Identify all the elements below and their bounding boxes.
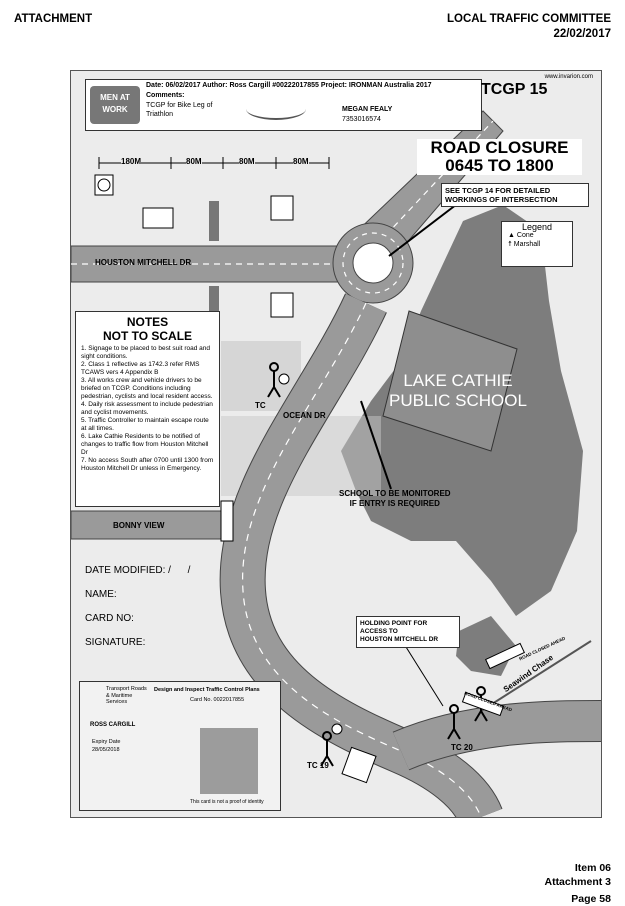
date-label: Date: (146, 82, 164, 89)
legend-cone: Cone (516, 232, 534, 239)
men-at-work-logo: MEN AT WORK (90, 86, 140, 124)
note-7: 7. No access South after 0700 until 1300… (81, 457, 214, 472)
distance-1: 180M (121, 157, 142, 166)
road-bonny-view: BONNY VIEW (113, 521, 165, 530)
school-name: LAKE CATHIE PUBLIC SCHOOL (389, 371, 527, 411)
notes-box: NOTES NOT TO SCALE 1. Signage to be plac… (75, 311, 220, 507)
note-2: 2. Class 1 reflective as 1742.3 refer RM… (81, 361, 200, 376)
signature-label: SIGNATURE: (85, 637, 146, 648)
legend: Legend ▲ Cone ☨ Marshall (501, 221, 573, 267)
note-5: 5. Traffic Controller to maintain escape… (81, 417, 209, 432)
card-expiry-value: 28/05/2018 (92, 747, 120, 753)
watermark-url: www.invarion.com (544, 74, 593, 80)
school-name-line1: LAKE CATHIE (403, 371, 513, 390)
closure-time: 0645 TO 1800 (445, 156, 554, 175)
holding-point: HOLDING POINT FOR ACCESS TO HOUSTON MITC… (356, 616, 460, 648)
signature-scribble (246, 98, 306, 120)
notes-title: NOTES (126, 315, 169, 329)
controller-tc20: TC 20 (451, 743, 473, 752)
footer-item: Item 06 (574, 862, 611, 874)
footer-page: Page 58 (571, 893, 611, 905)
date-modified-sep: / / (168, 565, 191, 576)
name-label: NAME: (85, 589, 117, 600)
closure-box: ROAD CLOSURE 0645 TO 1800 (417, 139, 582, 175)
project-value: IRONMAN Australia 2017 (348, 82, 432, 89)
note-1: 1. Signage to be placed to best suit roa… (81, 345, 211, 360)
card-photo (200, 728, 258, 794)
school-note-line2: IF ENTRY IS REQUIRED (349, 499, 440, 508)
holding-line2: ACCESS TO (360, 628, 398, 635)
card-no-label: Card No. (190, 697, 213, 703)
card-org: Transport Roads & Maritime Services (106, 686, 147, 705)
title-block: MEN AT WORK Date: 06/02/2017 Author: Ros… (85, 79, 482, 131)
marshall-icon: ☨ (508, 240, 512, 248)
legend-marshall: Marshall (513, 240, 541, 248)
distance-3: 80M (239, 157, 255, 166)
distance-2: 80M (186, 157, 202, 166)
date-modified-label: DATE MODIFIED: (85, 565, 166, 576)
controller-tc19: TC 19 (307, 761, 329, 770)
approver-name: MEGAN FEALY (342, 106, 393, 113)
author-value: Ross Cargill #00222017855 (229, 82, 319, 89)
holding-line1: HOLDING POINT FOR (360, 620, 428, 627)
card-footer: This card is not a proof of identity (190, 799, 264, 805)
road-ocean: OCEAN DR (283, 411, 326, 420)
header-left: ATTACHMENT (14, 13, 93, 25)
cone-icon: ▲ (508, 232, 515, 239)
school-grounds-lower (456, 616, 516, 676)
notes-subtitle: NOT TO SCALE (102, 329, 193, 343)
closure-title: ROAD CLOSURE (430, 138, 569, 157)
see-note: SEE TCGP 14 FOR DETAILED WORKINGS OF INT… (441, 183, 589, 207)
card-no-value: 0022017855 (213, 697, 245, 703)
card-holder: ROSS CARGILL (90, 722, 136, 728)
approver-number: 7353016574 (342, 116, 381, 123)
header-committee: LOCAL TRAFFIC COMMITTEE (447, 13, 611, 25)
distance-4: 80M (293, 157, 309, 166)
seawind-chase (480, 640, 592, 712)
holding-line3: HOUSTON MITCHELL DR (360, 636, 439, 643)
road-houston-mitchell: HOUSTON MITCHELL DR (95, 258, 192, 267)
school-building (382, 310, 518, 452)
note-4: 4. Daily risk assessment to include pede… (81, 401, 213, 416)
project-label: Project: (320, 82, 347, 89)
rms-card: Transport Roads & Maritime Services Desi… (79, 681, 281, 811)
note-6: 6. Lake Cathie Residents to be notified … (81, 433, 209, 456)
comments-label: Comments: (146, 92, 185, 99)
comments-value: TCGP for Bike Leg of Triathlon (146, 102, 213, 118)
header-date: 22/02/2017 (553, 28, 611, 40)
school-name-line2: PUBLIC SCHOOL (389, 391, 527, 410)
footer-attachment: Attachment 3 (544, 876, 611, 888)
traffic-control-plan: MEN AT WORK Date: 06/02/2017 Author: Ros… (70, 70, 602, 818)
school-note: SCHOOL TO BE MONITORED IF ENTRY IS REQUI… (339, 489, 451, 509)
school-note-line1: SCHOOL TO BE MONITORED (339, 489, 451, 498)
controller-tc: TC (255, 401, 266, 410)
date-value: 06/02/2017 (165, 82, 201, 89)
plan-id: TCGP 15 (481, 81, 548, 98)
legend-title: Legend (521, 222, 553, 232)
card-title: Design and Inspect Traffic Control Plans (154, 687, 260, 693)
note-3: 3. All works crew and vehicle drivers to… (81, 377, 213, 400)
card-label: CARD NO: (85, 613, 134, 624)
author-label: Author: (202, 82, 228, 89)
form-fields: DATE MODIFIED: / / NAME: CARD NO: SIGNAT… (85, 559, 190, 655)
card-expiry-label: Expiry Date (92, 739, 121, 745)
